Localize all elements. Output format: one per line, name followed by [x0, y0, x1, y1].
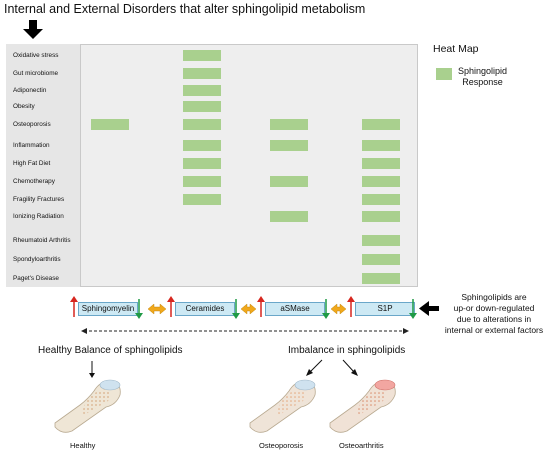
heatmap-cell [183, 158, 221, 169]
heatmap-cell [362, 254, 400, 265]
heatmap-row-label: Osteoporosis [13, 121, 51, 128]
heatmap-cell [362, 211, 400, 222]
heatmap-row-label: Oxidative stress [13, 52, 59, 59]
regulation-arrows [70, 296, 439, 334]
exchange-arrow-icon [240, 303, 257, 315]
down-arrow-icon [409, 299, 417, 319]
heatmap-cell [183, 85, 221, 96]
exchange-arrow-icon [330, 303, 347, 315]
heatmap-cell [362, 158, 400, 169]
up-arrow-icon [257, 296, 265, 317]
legend-title: Heat Map [433, 43, 479, 55]
heatmap-row-label: Gut microbiome [13, 70, 59, 77]
title-down-arrow-icon [23, 20, 43, 39]
heading-arrows [89, 359, 358, 378]
heatmap-cell [362, 140, 400, 151]
pill-asmase: aSMase [265, 302, 325, 316]
down-arrow-icon [322, 299, 330, 319]
down-arrow-icon [89, 361, 95, 378]
heatmap-row-label: Fragility Fractures [13, 196, 65, 203]
healthy-bone-illustration [54, 379, 121, 433]
heatmap-row-label: Spondyloarthritis [13, 256, 61, 263]
heatmap-row-label: Rheumatoid Arthritis [13, 237, 71, 244]
heatmap-cell [362, 194, 400, 205]
imbalance-heading: Imbalance in sphingolipids [288, 345, 406, 356]
heatmap-cell [183, 194, 221, 205]
legend-label-line1: Sphingolipid [458, 66, 508, 76]
heatmap-cell [183, 50, 221, 61]
pill-s1p: S1P [355, 302, 415, 316]
heatmap-row-label: Chemotherapy [13, 178, 55, 185]
heatmap-cell [183, 101, 221, 112]
bone-label-healthy: Healthy [70, 441, 96, 450]
legend-label-line2: Response [462, 77, 503, 87]
heatmap-row-label: Inflammation [13, 142, 50, 149]
regulation-text-line: due to alterations in [456, 314, 532, 324]
heatmap-row-label: Ionizing Radiation [13, 213, 64, 220]
heatmap-cell [183, 176, 221, 187]
left-pointing-arrow-icon [419, 301, 439, 316]
heatmap-label-column [6, 44, 81, 287]
down-right-arrow-icon [342, 359, 358, 376]
bone-label-osteoporosis: Osteoporosis [259, 441, 304, 450]
heatmap-cell [183, 68, 221, 79]
regulation-text-line: Sphingolipids are [461, 292, 527, 302]
heatmap-cell [362, 235, 400, 246]
pill-ceramides: Ceramides [175, 302, 235, 316]
heatmap-row-label: Adiponectin [13, 87, 47, 94]
heatmap-row-label: Obesity [13, 103, 35, 110]
legend-label: Sphingolipid Response [458, 66, 507, 88]
exchange-arrow-icon [147, 303, 167, 315]
up-arrow-icon [347, 296, 355, 317]
osteoporosis-bone-illustration [249, 379, 316, 433]
figure-title: Internal and External Disorders that alt… [4, 2, 366, 16]
heatmap-cell [270, 176, 308, 187]
pill-sphingomyelin: Sphingomyelin [78, 302, 138, 316]
heatmap-row-label: High Fat Diet [13, 160, 51, 167]
heatmap-cell [362, 119, 400, 130]
up-arrow-icon [167, 296, 175, 317]
heatmap-row-label: Paget's Disease [13, 275, 59, 282]
down-left-arrow-icon [306, 359, 323, 376]
down-arrow-icon [232, 299, 240, 319]
regulation-text-line: internal or external factors [444, 325, 544, 335]
regulation-text-line: up-or down-regulated [453, 303, 535, 313]
heatmap-cell [270, 140, 308, 151]
healthy-heading: Healthy Balance of sphingolipids [38, 345, 183, 356]
heatmap-cell [362, 273, 400, 284]
up-arrow-icon [70, 296, 78, 317]
heatmap-cell [91, 119, 129, 130]
regulation-text: Sphingolipids are up-or down-regulated d… [440, 292, 548, 336]
heatmap-cell [362, 176, 400, 187]
down-arrow-icon [135, 299, 143, 319]
heatmap-cell [183, 140, 221, 151]
legend-swatch [436, 68, 452, 80]
heatmap-cell [183, 119, 221, 130]
heatmap-cell [270, 119, 308, 130]
heatmap-cell [270, 211, 308, 222]
bone-label-osteoarthritis: Osteoarthritis [339, 441, 384, 450]
osteoarthritis-bone-illustration [329, 379, 396, 433]
